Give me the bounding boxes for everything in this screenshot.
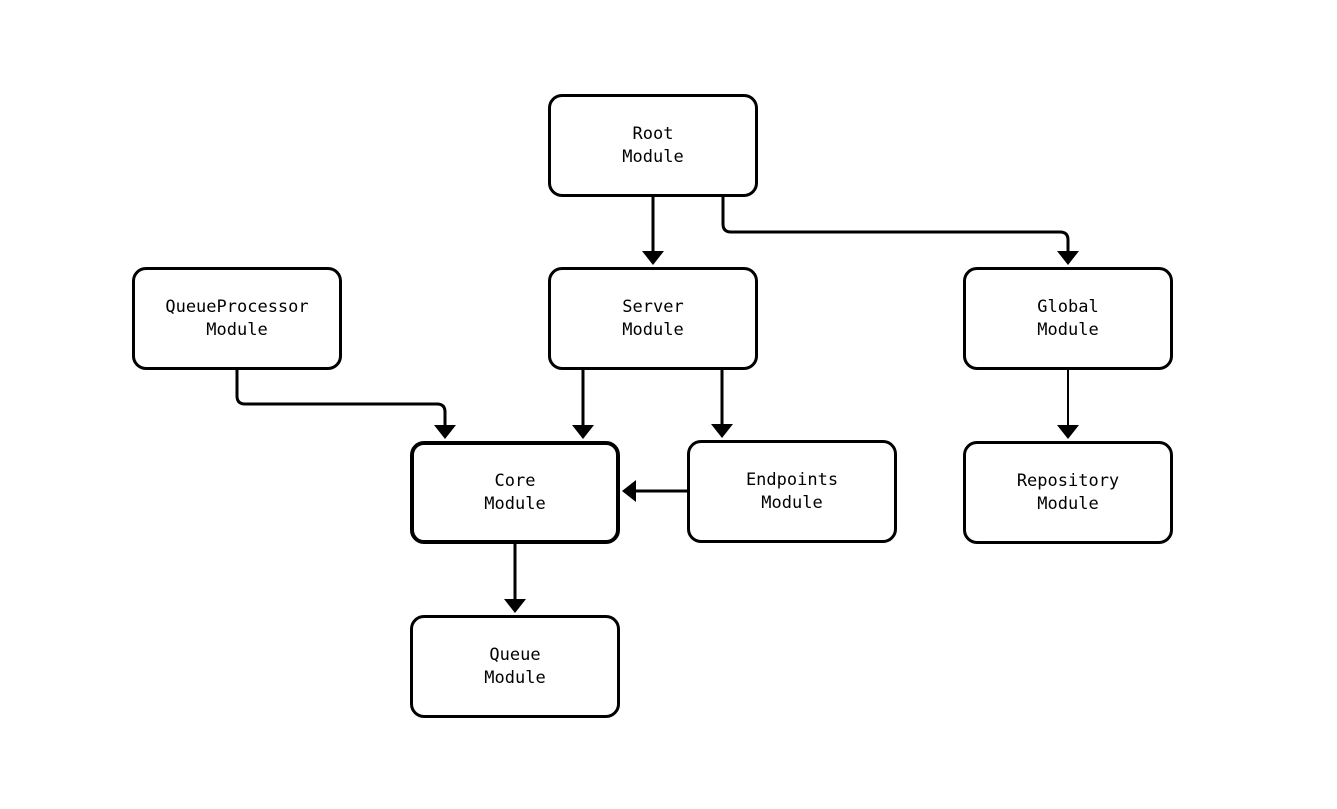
node-label-primary: Repository — [1016, 470, 1120, 491]
node-label-secondary: Module — [622, 146, 684, 167]
edge-endpoints-to-core — [622, 480, 687, 502]
arrowhead-icon — [622, 480, 636, 502]
edge-server-to-endpoints — [711, 370, 733, 438]
node-label-secondary: Module — [622, 319, 684, 340]
node-label-secondary: Module — [1037, 319, 1099, 340]
arrowhead-icon — [642, 251, 664, 265]
edge-server-to-core — [572, 370, 594, 439]
edge-queueprocessor-to-core — [235, 370, 456, 439]
edge-line — [235, 370, 447, 429]
node-label-secondary: Module — [484, 667, 546, 688]
node-label-primary: Server — [622, 296, 684, 317]
node-label-primary: Global — [1037, 296, 1099, 317]
edge-root-to-global — [721, 197, 1079, 265]
node-label-primary: Endpoints — [745, 469, 839, 490]
node-label-secondary: Module — [484, 493, 546, 514]
arrowhead-icon — [1057, 425, 1079, 439]
node-label-primary: Root — [632, 123, 674, 144]
node-label-primary: Queue — [489, 644, 541, 665]
arrowhead-icon — [711, 424, 733, 438]
edge-root-to-server — [642, 197, 664, 265]
arrowhead-icon — [434, 425, 456, 439]
edge-line — [721, 197, 1070, 255]
node-label-secondary: Module — [761, 492, 823, 513]
edge-global-to-repository — [1057, 370, 1079, 439]
edge-core-to-queue — [504, 544, 526, 613]
node-label-secondary: Module — [1037, 493, 1099, 514]
arrowhead-icon — [504, 599, 526, 613]
node-label-primary: Core — [494, 470, 536, 491]
node-label-secondary: Module — [206, 319, 268, 340]
arrowhead-icon — [1057, 251, 1079, 265]
node-label-primary: QueueProcessor — [165, 296, 309, 317]
arrowhead-icon — [572, 425, 594, 439]
